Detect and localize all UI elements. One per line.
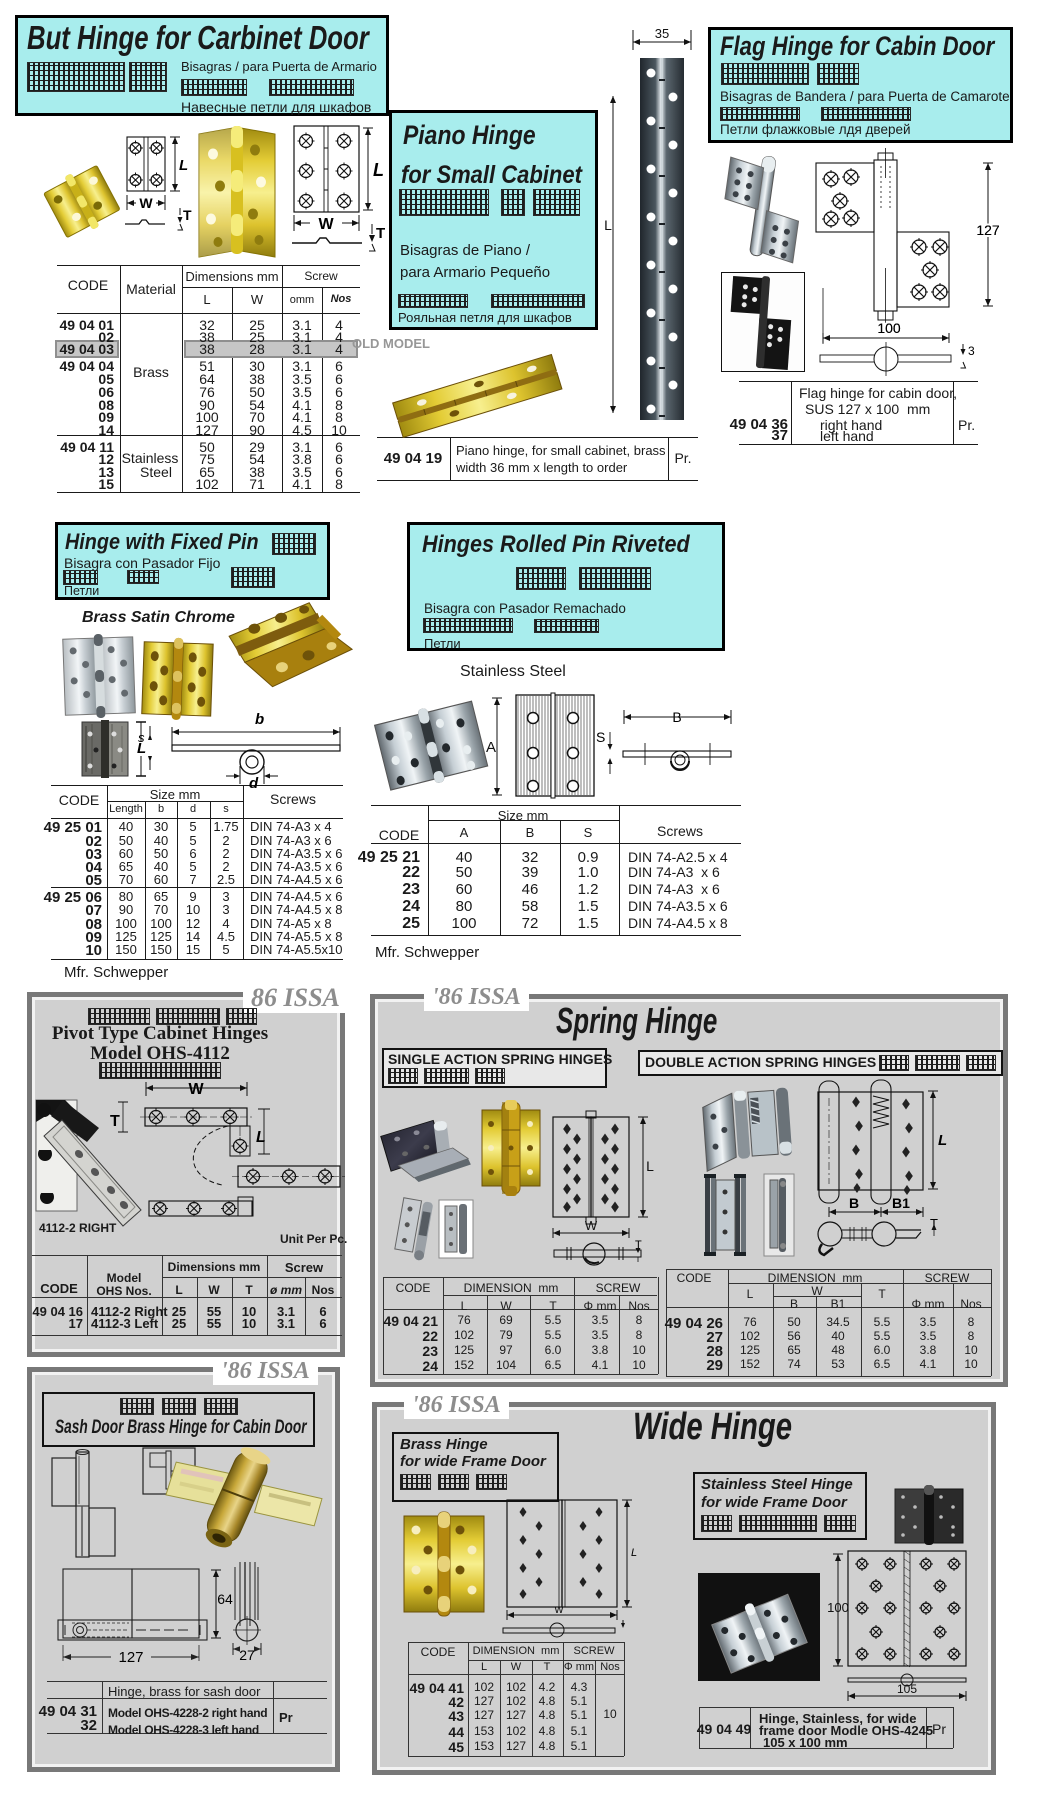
svg-text:L: L xyxy=(373,160,384,180)
svg-text:127: 127 xyxy=(976,222,1000,238)
svg-text:B: B xyxy=(849,1195,859,1211)
svg-text:3: 3 xyxy=(968,344,975,358)
svg-text:A: A xyxy=(486,739,496,756)
svg-text:100: 100 xyxy=(827,1600,849,1615)
svg-text:s: s xyxy=(138,730,145,745)
svg-text:W: W xyxy=(318,216,334,233)
svg-text:W: W xyxy=(188,1081,204,1098)
svg-text:w: w xyxy=(554,1602,564,1616)
svg-text:L: L xyxy=(938,1132,947,1149)
svg-text:W: W xyxy=(139,195,153,211)
svg-text:T: T xyxy=(183,207,192,223)
svg-text:T: T xyxy=(930,1216,938,1231)
svg-text:W: W xyxy=(585,1218,598,1233)
svg-text:S: S xyxy=(596,729,605,745)
svg-text:27: 27 xyxy=(239,1647,255,1663)
svg-text:T: T xyxy=(110,1113,120,1130)
svg-text:L: L xyxy=(179,157,188,174)
svg-text:L: L xyxy=(137,740,146,757)
svg-text:T: T xyxy=(635,1239,642,1251)
svg-text:35: 35 xyxy=(655,26,669,41)
svg-text:127: 127 xyxy=(118,1649,143,1666)
svg-text:105: 105 xyxy=(897,1682,917,1696)
svg-text:L: L xyxy=(646,1158,654,1174)
svg-text:64: 64 xyxy=(217,1591,233,1607)
svg-text:100: 100 xyxy=(877,320,901,336)
svg-text:B1: B1 xyxy=(892,1195,910,1211)
svg-text:127: 127 xyxy=(976,222,1000,238)
svg-text:d: d xyxy=(249,775,259,792)
svg-text:L: L xyxy=(604,217,612,233)
svg-text:b: b xyxy=(255,711,264,728)
svg-text:L: L xyxy=(256,1129,266,1146)
svg-text:L: L xyxy=(631,1547,637,1559)
svg-text:T: T xyxy=(376,225,385,242)
svg-text:100: 100 xyxy=(877,320,901,336)
